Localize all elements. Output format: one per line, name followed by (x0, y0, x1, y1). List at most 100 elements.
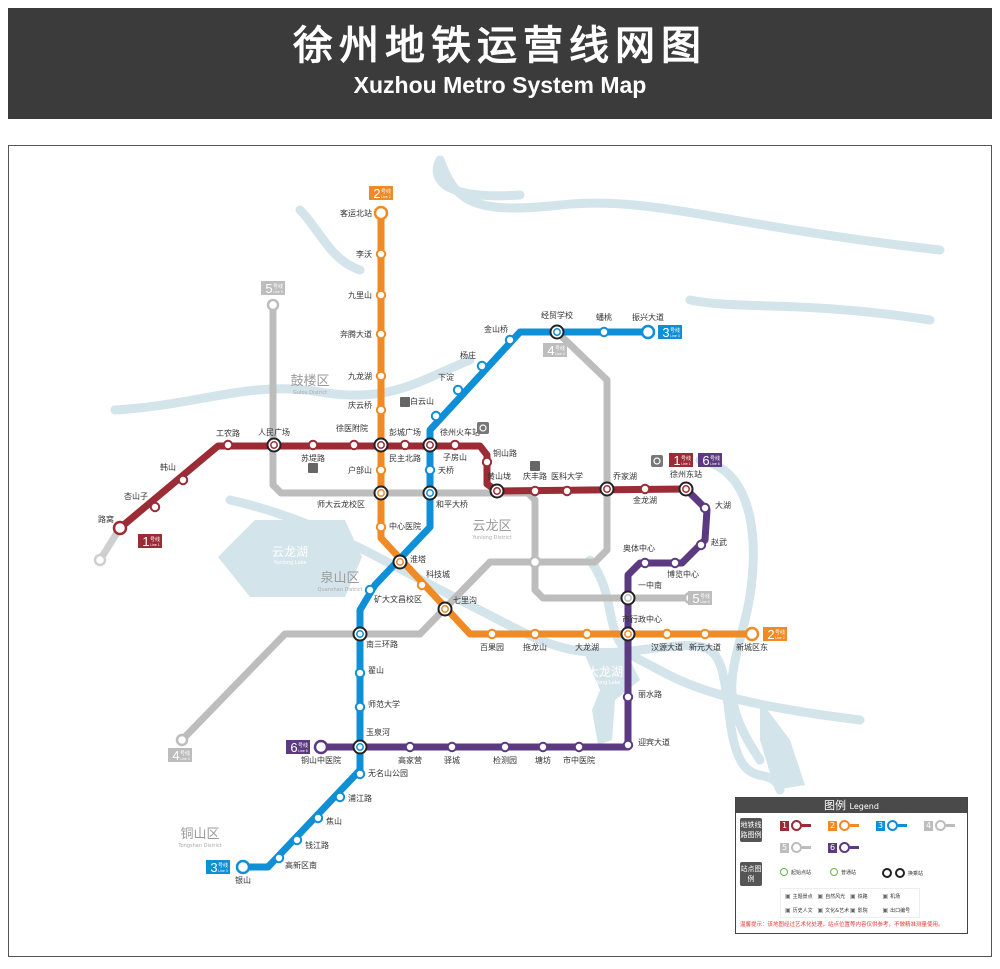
station-label[interactable]: 苏堤路 (301, 453, 325, 463)
station-marker[interactable] (375, 464, 387, 476)
station-label[interactable]: 庆云桥 (348, 400, 372, 410)
station-marker[interactable] (452, 384, 464, 396)
transfer-station-marker[interactable] (599, 481, 615, 497)
transfer-station-marker[interactable] (422, 437, 438, 453)
station-label[interactable]: 浦江路 (348, 793, 372, 803)
station-label[interactable]: 客运北站 (340, 208, 372, 218)
station-marker[interactable] (430, 410, 442, 422)
station-marker[interactable] (375, 521, 387, 533)
station-label[interactable]: 经贸学校 (541, 310, 573, 320)
station-label[interactable]: 人民广场 (258, 427, 290, 437)
station-label[interactable]: 黄山垅 (487, 471, 511, 481)
transfer-station-marker[interactable] (437, 601, 453, 617)
station-marker[interactable] (476, 360, 488, 372)
station-label[interactable]: 赵武 (711, 537, 727, 547)
station-label[interactable]: 下淀 (438, 372, 454, 382)
station-label[interactable]: 银山 (235, 875, 251, 885)
station-marker[interactable] (404, 741, 416, 753)
station-marker[interactable] (354, 701, 366, 713)
station-label[interactable]: 师大云龙校区 (317, 499, 365, 509)
station-marker[interactable] (291, 834, 303, 846)
station-label[interactable]: 塘坊 (535, 755, 551, 765)
station-label[interactable]: 中心医院 (389, 521, 421, 531)
station-marker[interactable] (354, 667, 366, 679)
station-marker[interactable] (222, 439, 234, 451)
station-label[interactable]: 徐州东站 (670, 469, 702, 479)
station-marker[interactable] (375, 289, 387, 301)
station-label[interactable]: 铜山中医院 (301, 755, 341, 765)
station-label[interactable]: 金山桥 (484, 324, 508, 334)
station-marker[interactable] (449, 439, 461, 451)
station-label[interactable]: 白云山 (410, 396, 434, 406)
station-marker[interactable] (639, 483, 651, 495)
station-marker[interactable] (499, 741, 511, 753)
station-marker[interactable] (177, 474, 189, 486)
station-label[interactable]: 迎宾大道 (638, 737, 670, 747)
station-marker[interactable] (273, 852, 285, 864)
station-label[interactable]: 民主北路 (389, 453, 421, 463)
line-3-track[interactable] (239, 328, 652, 871)
station-label[interactable]: 师范大学 (368, 699, 400, 709)
station-marker[interactable] (446, 741, 458, 753)
station-marker[interactable] (112, 520, 128, 536)
station-label[interactable]: 博览中心 (667, 569, 699, 579)
station-label[interactable]: 一中南 (638, 580, 662, 590)
station-marker[interactable] (175, 733, 189, 747)
station-label[interactable]: 杏山子 (124, 491, 148, 501)
station-label[interactable]: 新元大道 (689, 642, 721, 652)
station-marker[interactable] (266, 298, 280, 312)
station-label[interactable]: 医科大学 (551, 471, 583, 481)
station-marker[interactable] (373, 205, 389, 221)
station-label[interactable]: 大龙湖 (575, 642, 599, 652)
station-label[interactable]: 南三环路 (366, 639, 398, 649)
station-marker[interactable] (640, 324, 656, 340)
station-label[interactable]: 市中医院 (563, 755, 595, 765)
station-label[interactable]: 韩山 (160, 462, 176, 472)
station-label[interactable]: 七里沟 (453, 595, 477, 605)
station-label[interactable]: 振兴大道 (632, 312, 664, 322)
station-label[interactable]: 奥体中心 (623, 543, 655, 553)
station-marker[interactable] (639, 557, 651, 569)
station-label[interactable]: 铜山路 (493, 448, 517, 458)
station-marker[interactable] (529, 628, 541, 640)
line-6-track[interactable] (317, 485, 711, 751)
station-marker[interactable] (669, 557, 681, 569)
station-label[interactable]: 九龙湖 (348, 371, 372, 381)
station-marker[interactable] (312, 812, 324, 824)
station-label[interactable]: 蟠桃 (596, 312, 612, 322)
station-marker[interactable] (486, 628, 498, 640)
transfer-station-marker[interactable] (678, 481, 694, 497)
station-marker[interactable] (93, 553, 107, 567)
station-marker[interactable] (561, 485, 573, 497)
station-marker[interactable] (695, 539, 707, 551)
transfer-station-marker[interactable] (422, 485, 438, 501)
station-marker[interactable] (354, 768, 366, 780)
station-marker[interactable] (334, 791, 346, 803)
station-label[interactable]: 科技城 (426, 569, 450, 579)
station-label[interactable]: 金龙湖 (633, 495, 657, 505)
station-label[interactable]: 九里山 (348, 290, 372, 300)
station-marker[interactable] (375, 328, 387, 340)
line-5-track[interactable] (269, 301, 694, 602)
station-label[interactable]: 户部山 (348, 465, 372, 475)
station-marker[interactable] (699, 628, 711, 640)
transfer-station-marker[interactable] (620, 590, 636, 606)
station-label[interactable]: 淮塔 (410, 554, 426, 564)
transfer-station-marker[interactable] (373, 437, 389, 453)
station-marker[interactable] (529, 485, 541, 497)
station-marker[interactable] (375, 248, 387, 260)
station-label[interactable]: 乔家湖 (613, 471, 637, 481)
station-marker[interactable] (537, 741, 549, 753)
station-label[interactable]: 奔腾大道 (340, 329, 372, 339)
station-label[interactable]: 汉源大道 (651, 642, 683, 652)
station-label[interactable]: 检测园 (493, 755, 517, 765)
station-marker[interactable] (622, 739, 634, 751)
station-marker[interactable] (581, 628, 593, 640)
station-label[interactable]: 百果园 (480, 643, 504, 652)
station-label[interactable]: 子房山 (443, 452, 467, 462)
station-label[interactable]: 无名山公园 (368, 768, 408, 778)
station-marker[interactable] (416, 579, 428, 591)
station-label[interactable]: 和平大桥 (436, 499, 468, 509)
station-label[interactable]: 庆丰路 (523, 471, 547, 481)
